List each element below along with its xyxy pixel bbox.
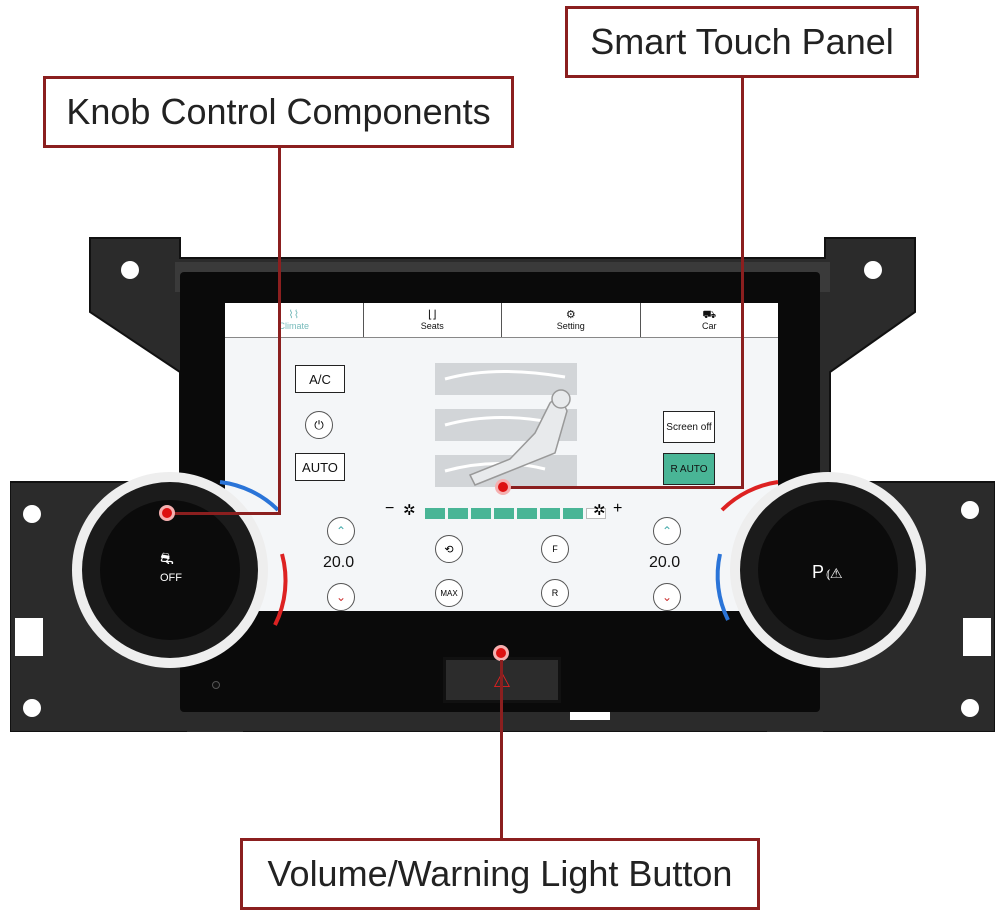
smart-touch-panel-callout: Smart Touch Panel xyxy=(565,6,919,78)
auto-button[interactable]: AUTO xyxy=(295,453,345,481)
chevron-down-icon: ⌄ xyxy=(661,590,673,604)
seat-icon: ⌊⌋ xyxy=(427,309,437,321)
max-defrost-button[interactable]: MAX xyxy=(435,579,463,607)
power-button[interactable]: ⏻ xyxy=(305,411,333,439)
recirculation-icon: ⟲ xyxy=(444,543,454,556)
right-knob-label: P xyxy=(812,562,825,582)
callout-line xyxy=(167,512,281,515)
airflow-graphic xyxy=(435,363,577,487)
left-temp-up-button[interactable]: ⌃ xyxy=(327,517,355,545)
callout-marker xyxy=(159,505,175,521)
fan-segment xyxy=(425,508,445,519)
fan-decrease-button[interactable]: − xyxy=(385,500,395,517)
fan-level-bar[interactable] xyxy=(425,508,606,519)
rear-defrost-button[interactable]: R xyxy=(541,579,569,607)
right-temp-down-button[interactable]: ⌄ xyxy=(653,583,681,611)
knob-control-callout: Knob Control Components xyxy=(43,76,514,148)
screen-off-button[interactable]: Screen off xyxy=(663,411,715,443)
right-temp-up-button[interactable]: ⌃ xyxy=(653,517,681,545)
gear-icon: ⚙ xyxy=(565,309,576,321)
fan-segment xyxy=(448,508,468,519)
fan-segment xyxy=(586,508,606,519)
tab-setting[interactable]: ⚙ Setting xyxy=(501,303,640,337)
chevron-up-icon: ⌃ xyxy=(661,524,673,538)
callout-line xyxy=(278,148,281,514)
volume-warning-callout: Volume/Warning Light Button xyxy=(240,838,760,910)
tab-seats[interactable]: ⌊⌋ Seats xyxy=(362,303,502,337)
fan-segment xyxy=(540,508,560,519)
tab-bar: ⌇⌇ Climate ⌊⌋ Seats ⚙ Setting ⛟ Car xyxy=(225,303,778,338)
fan-segment xyxy=(563,508,583,519)
callout-line xyxy=(500,660,503,840)
front-defrost-button[interactable]: F xyxy=(541,535,569,563)
fan-segment xyxy=(494,508,514,519)
microphone-icon xyxy=(212,681,220,689)
fan-segment xyxy=(517,508,537,519)
traction-icon: ⛐ xyxy=(160,551,174,568)
fan-icon: ⌇⌇ xyxy=(288,309,300,321)
chevron-down-icon: ⌄ xyxy=(335,590,347,604)
fan-icon: ✲ xyxy=(403,502,416,519)
rear-auto-button[interactable]: R AUTO xyxy=(663,453,715,485)
tab-climate[interactable]: ⌇⌇ Climate xyxy=(225,303,363,337)
car-icon: ⛟ xyxy=(702,309,717,321)
parking-sensor-icon: ⦅⚠ xyxy=(826,566,843,581)
tab-car-label: Car xyxy=(701,321,717,331)
tab-setting-label: Setting xyxy=(556,321,585,331)
tab-seats-label: Seats xyxy=(420,321,444,331)
left-temp-value: 20.0 xyxy=(323,554,355,571)
right-knob[interactable] xyxy=(700,470,930,670)
callout-line xyxy=(503,486,744,489)
ac-button[interactable]: A/C xyxy=(295,365,345,393)
left-temp-down-button[interactable]: ⌄ xyxy=(327,583,355,611)
tab-car[interactable]: ⛟ Car xyxy=(639,303,779,337)
tab-climate-label: Climate xyxy=(278,321,309,331)
callout-marker xyxy=(493,645,509,661)
fan-icon: ✲ xyxy=(593,502,606,519)
recirculation-button[interactable]: ⟲ xyxy=(435,535,463,563)
callout-marker xyxy=(495,479,511,495)
callout-line xyxy=(741,78,744,486)
left-knob[interactable] xyxy=(70,470,300,670)
chevron-up-icon: ⌃ xyxy=(335,524,347,538)
right-temp-value: 20.0 xyxy=(649,554,681,571)
fan-increase-button[interactable]: + xyxy=(613,500,623,517)
left-knob-label: OFF xyxy=(160,572,182,584)
fan-segment xyxy=(471,508,491,519)
touch-display[interactable]: ⌇⌇ Climate ⌊⌋ Seats ⚙ Setting ⛟ Car A/C … xyxy=(225,303,778,611)
